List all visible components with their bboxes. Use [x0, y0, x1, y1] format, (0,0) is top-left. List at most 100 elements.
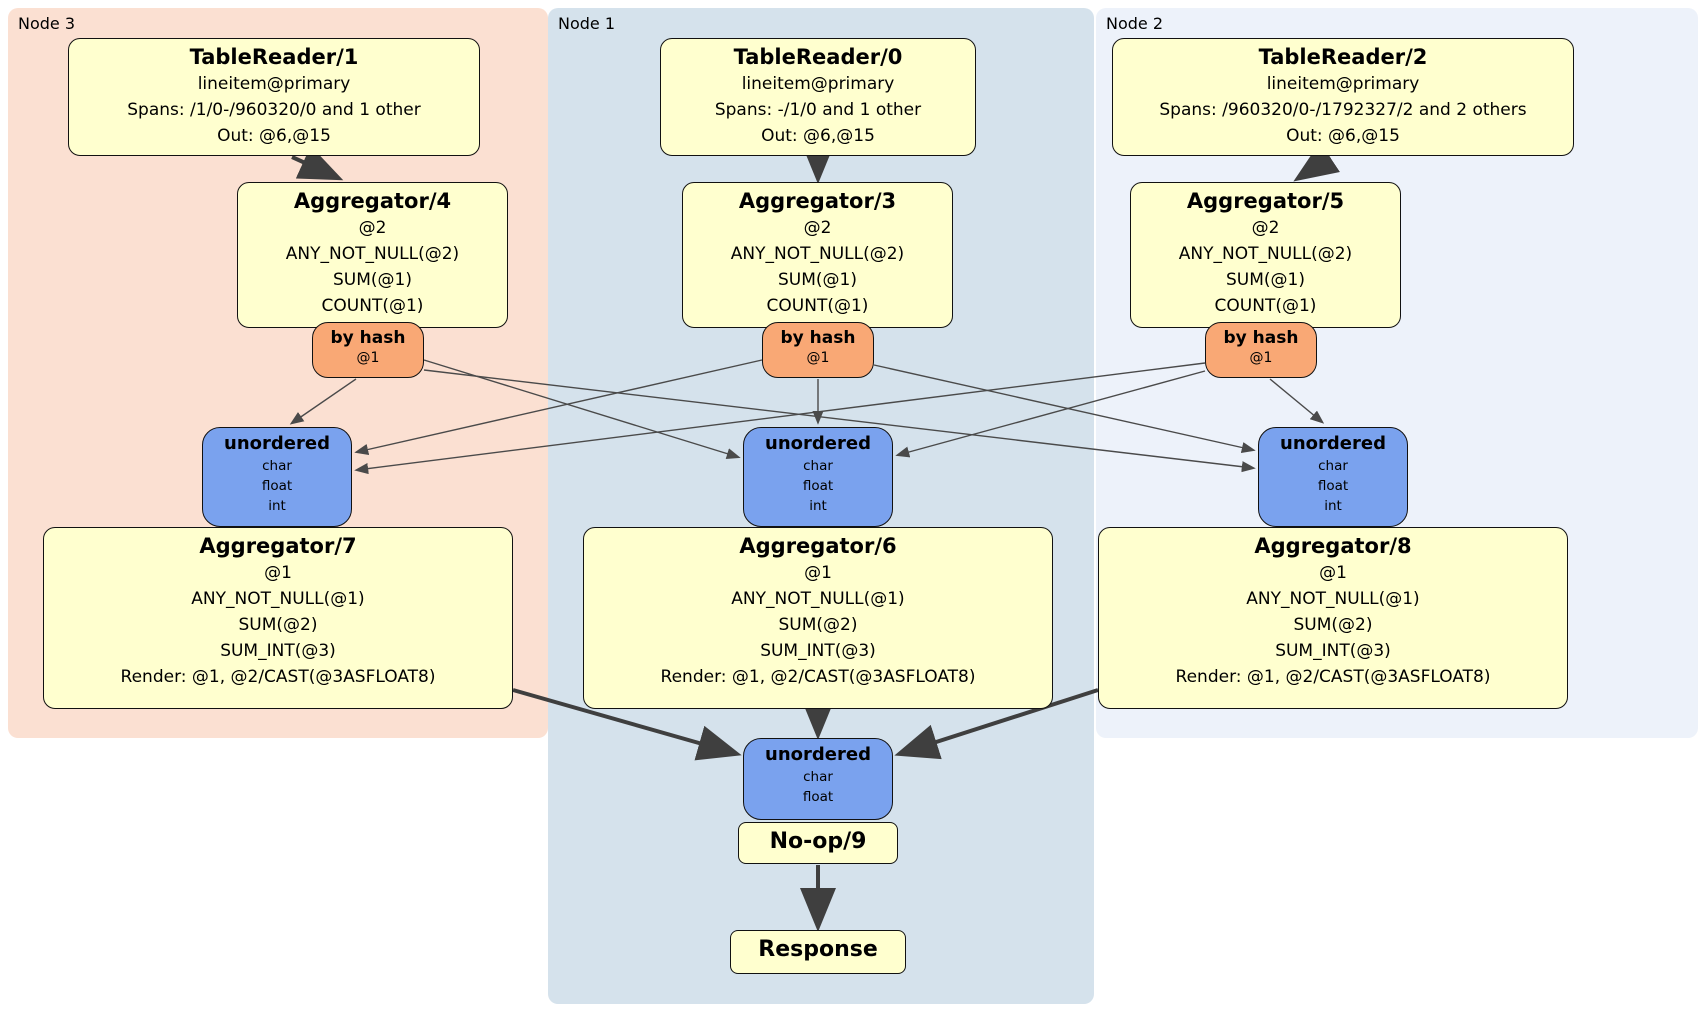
node3-region-label: Node 3	[18, 14, 76, 33]
node-detail: SUM(@1)	[778, 270, 857, 290]
node-title: Aggregator/8	[1254, 534, 1412, 558]
aggregator-8-node: Aggregator/8 @1 ANY_NOT_NULL(@1) SUM(@2)…	[1098, 527, 1568, 709]
sync-detail: float	[261, 478, 293, 494]
node-title: Aggregator/5	[1186, 189, 1345, 213]
sync-detail: char	[803, 769, 833, 785]
node-title: Aggregator/6	[739, 534, 897, 558]
node-detail: SUM_INT(@3)	[220, 641, 336, 661]
edge-hash2-unord1	[895, 370, 1206, 458]
sync-title: unordered	[765, 433, 871, 454]
node-detail: @1	[264, 563, 292, 583]
sync-detail: char	[262, 458, 292, 474]
edge-hash1-unord3	[354, 359, 763, 455]
node-title: TableReader/2	[1258, 45, 1428, 69]
tablereader-1-node: TableReader/1 lineitem@primary Spans: /1…	[68, 38, 480, 156]
response-node: Response	[730, 930, 906, 974]
sync-title: unordered	[765, 744, 871, 765]
tablereader-2-node: TableReader/2 lineitem@primary Spans: /9…	[1112, 38, 1574, 156]
edge-agg7-unordered-final	[512, 688, 742, 761]
unordered-sync-final: unordered char float	[743, 738, 893, 820]
sync-detail: int	[268, 498, 286, 514]
node1-region-label: Node 1	[558, 14, 616, 33]
node-detail: @2	[358, 218, 387, 238]
router-detail: @1	[356, 350, 380, 366]
sync-detail: float	[1317, 478, 1349, 494]
aggregator-4-node: Aggregator/4 @2 ANY_NOT_NULL(@2) SUM(@1)…	[237, 182, 508, 328]
edge-tr1-agg4	[291, 145, 344, 181]
node-detail: Out: @6,@15	[761, 126, 875, 146]
node-detail: Render: @1, @2/CAST(@3ASFLOAT8)	[1175, 667, 1491, 687]
edge-hash3-unord2	[423, 369, 1256, 473]
node-detail: COUNT(@1)	[766, 296, 869, 316]
sync-title: unordered	[224, 433, 330, 454]
node-title: Aggregator/3	[738, 189, 897, 213]
unordered-sync-node3: unordered char float int	[202, 427, 352, 527]
router-detail: @1	[1249, 350, 1273, 366]
sync-detail: float	[802, 478, 834, 494]
noop-9-node: No-op/9	[738, 822, 898, 864]
node-detail: SUM(@2)	[778, 615, 858, 635]
node-detail: SUM_INT(@3)	[1275, 641, 1391, 661]
sync-detail: int	[809, 498, 827, 514]
node-detail: Render: @1, @2/CAST(@3ASFLOAT8)	[120, 667, 436, 687]
node-title: Aggregator/7	[199, 534, 357, 558]
unordered-sync-node2: unordered char float int	[1258, 427, 1408, 527]
sync-detail: float	[802, 789, 834, 805]
node-detail: SUM_INT(@3)	[760, 641, 876, 661]
node-detail: @2	[803, 218, 832, 238]
router-title: by hash	[1223, 328, 1299, 348]
node-title: No-op/9	[769, 829, 867, 854]
node-detail: Render: @1, @2/CAST(@3ASFLOAT8)	[660, 667, 976, 687]
node-title: Aggregator/4	[293, 189, 452, 213]
node-detail: lineitem@primary	[741, 74, 895, 94]
router-detail: @1	[806, 350, 830, 366]
node-detail: Spans: -/1/0 and 1 other	[714, 100, 922, 120]
sync-detail: char	[1318, 458, 1348, 474]
node-detail: Spans: /960320/0-/1792327/2 and 2 others	[1159, 100, 1527, 120]
node-detail: @1	[1319, 563, 1347, 583]
aggregator-3-node: Aggregator/3 @2 ANY_NOT_NULL(@2) SUM(@1)…	[682, 182, 953, 328]
node2-region-label: Node 2	[1106, 14, 1164, 33]
sync-title: unordered	[1280, 433, 1386, 454]
node-detail: @1	[804, 563, 832, 583]
router-title: by hash	[780, 328, 856, 348]
node-detail: lineitem@primary	[197, 74, 351, 94]
node-detail: COUNT(@1)	[1214, 296, 1317, 316]
hash-router-node1: by hash @1	[762, 322, 874, 378]
node-detail: @2	[1251, 218, 1280, 238]
node-detail: SUM(@2)	[238, 615, 318, 635]
router-title: by hash	[330, 328, 406, 348]
edge-hash2-unord3	[354, 362, 1206, 475]
edge-hash3-unord1	[423, 359, 741, 460]
hash-router-node3: by hash @1	[312, 322, 424, 378]
sync-detail: int	[1324, 498, 1342, 514]
aggregator-5-node: Aggregator/5 @2 ANY_NOT_NULL(@2) SUM(@1)…	[1130, 182, 1401, 328]
aggregator-6-node: Aggregator/6 @1 ANY_NOT_NULL(@1) SUM(@2)…	[583, 527, 1053, 709]
node-detail: SUM(@1)	[1226, 270, 1305, 290]
node-detail: Out: @6,@15	[1286, 126, 1400, 146]
node-detail: SUM(@1)	[333, 270, 412, 290]
node-detail: Out: @6,@15	[217, 126, 331, 146]
edge-tr2-agg5	[1293, 142, 1340, 182]
node-detail: ANY_NOT_NULL(@1)	[1246, 589, 1420, 609]
edge-hash2-unord2	[1269, 378, 1325, 424]
tablereader-0-node: TableReader/0 lineitem@primary Spans: -/…	[660, 38, 976, 156]
node-detail: ANY_NOT_NULL(@1)	[191, 589, 365, 609]
node-detail: ANY_NOT_NULL(@2)	[1178, 244, 1353, 264]
node-title: TableReader/0	[733, 45, 903, 69]
aggregator-7-node: Aggregator/7 @1 ANY_NOT_NULL(@1) SUM(@2)…	[43, 527, 513, 709]
node-detail: ANY_NOT_NULL(@1)	[731, 589, 905, 609]
node-title: Response	[758, 937, 878, 962]
hash-router-node2: by hash @1	[1205, 322, 1317, 378]
node-detail: lineitem@primary	[1266, 74, 1420, 94]
node-detail: SUM(@2)	[1293, 615, 1373, 635]
node-detail: COUNT(@1)	[321, 296, 424, 316]
edge-hash1-unord2	[873, 364, 1256, 454]
node-title: TableReader/1	[189, 45, 359, 69]
unordered-sync-node1: unordered char float int	[743, 427, 893, 527]
node-detail: ANY_NOT_NULL(@2)	[730, 244, 905, 264]
edge-agg8-unordered-final	[894, 688, 1099, 760]
sync-detail: char	[803, 458, 833, 474]
